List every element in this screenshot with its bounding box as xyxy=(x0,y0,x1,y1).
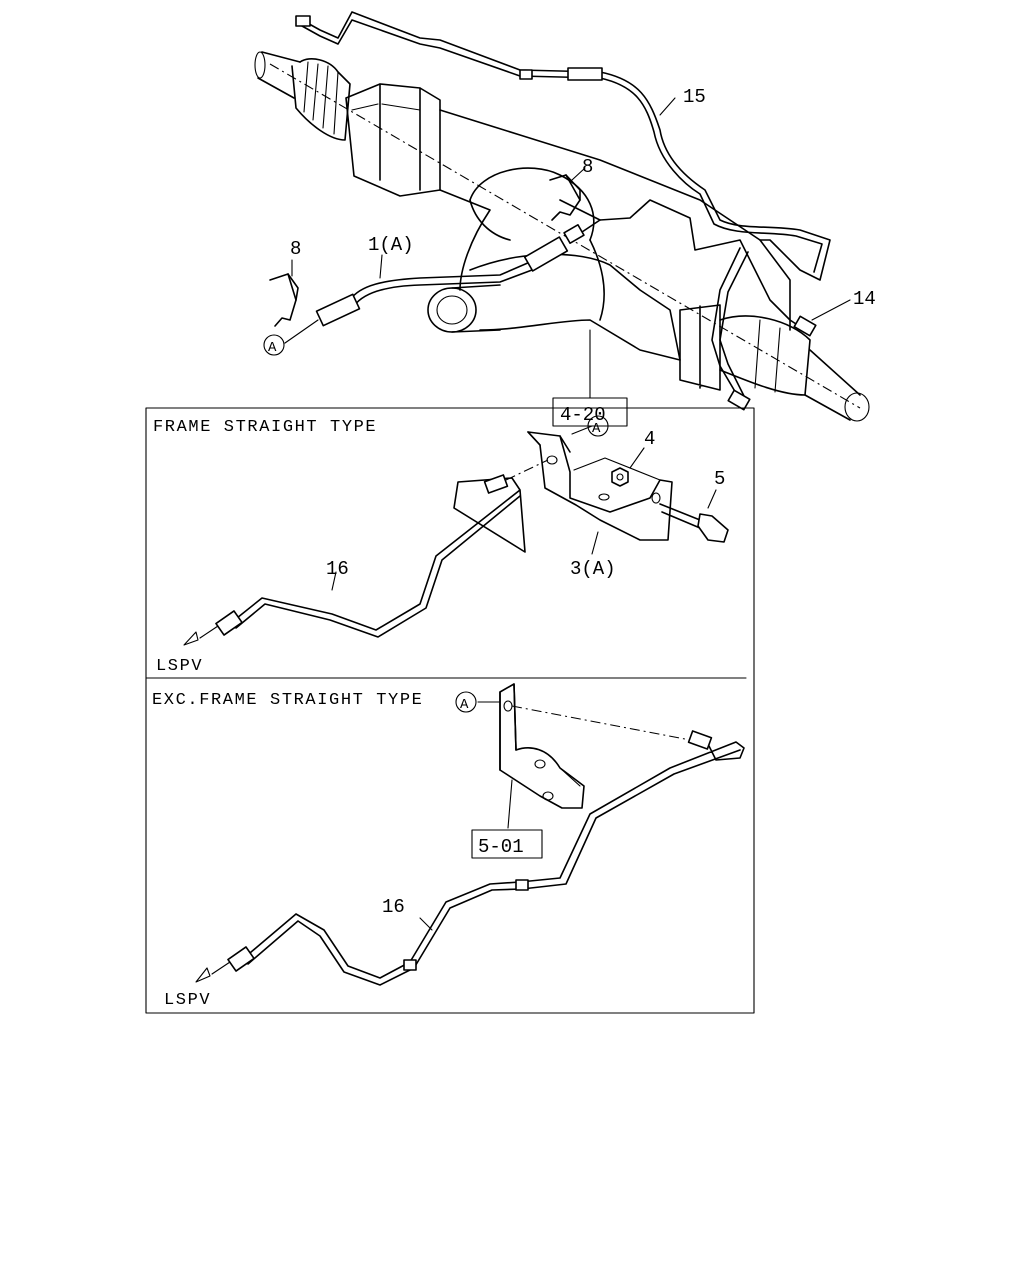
part-label-14: 14 xyxy=(853,288,876,310)
leader-lines-top xyxy=(331,425,717,591)
leader-lines-upper xyxy=(284,97,851,399)
part-label-5: 5 xyxy=(714,468,725,490)
part-label-16-bottom: 16 xyxy=(382,896,405,918)
callout-a-bottom-circle xyxy=(455,691,477,713)
rear-axle-housing xyxy=(254,51,870,422)
part-label-16-top: 16 xyxy=(326,558,349,580)
dash-bottom-a xyxy=(511,705,691,741)
clip-8-upper xyxy=(549,174,581,221)
callout-a-main: A xyxy=(268,340,277,356)
callout-a-top-circle xyxy=(587,415,609,437)
ref-box-5-01 xyxy=(471,829,543,859)
brake-pipe-16-bottom xyxy=(195,730,745,986)
brake-hose-1a xyxy=(315,224,585,327)
bracket-3a xyxy=(527,431,673,541)
brake-pipe-16-top xyxy=(183,474,526,646)
bolt-5 xyxy=(659,503,729,543)
callout-a-main-circle xyxy=(263,334,285,356)
brake-pipe-14 xyxy=(575,199,817,411)
ref-box-4-20 xyxy=(552,397,628,427)
part-label-8-lower: 8 xyxy=(290,238,301,260)
brake-pipe-15 xyxy=(295,11,831,281)
clip-8-lower xyxy=(269,273,299,327)
nut-4 xyxy=(611,467,629,487)
detail-frame xyxy=(145,407,755,1014)
ref-label-5-01: 5-01 xyxy=(478,836,524,858)
part-label-4: 4 xyxy=(644,428,655,450)
dash-top-a xyxy=(505,459,549,481)
bracket-5-01 xyxy=(499,683,585,809)
part-label-3a: 3(A) xyxy=(570,558,616,580)
panel-title-frame-straight: FRAME STRAIGHT TYPE xyxy=(153,418,377,437)
lspv-label-bottom: LSPV xyxy=(164,991,211,1010)
lspv-label-top: LSPV xyxy=(156,657,203,676)
panel-title-exc-frame-straight: EXC.FRAME STRAIGHT TYPE xyxy=(152,691,423,710)
pipe-15-fitting xyxy=(295,15,311,27)
ref-label-4-20: 4-20 xyxy=(560,404,606,426)
callout-a-bottom: A xyxy=(460,697,469,713)
part-label-8-upper: 8 xyxy=(582,156,593,178)
hose-1a-upper-fitting xyxy=(523,236,569,272)
leader-lines-bottom xyxy=(419,701,513,931)
callout-a-top: A xyxy=(592,421,601,437)
part-label-1a: 1(A) xyxy=(368,234,414,256)
hose-1a-lower-fitting xyxy=(315,293,361,327)
part-label-15: 15 xyxy=(683,86,706,108)
